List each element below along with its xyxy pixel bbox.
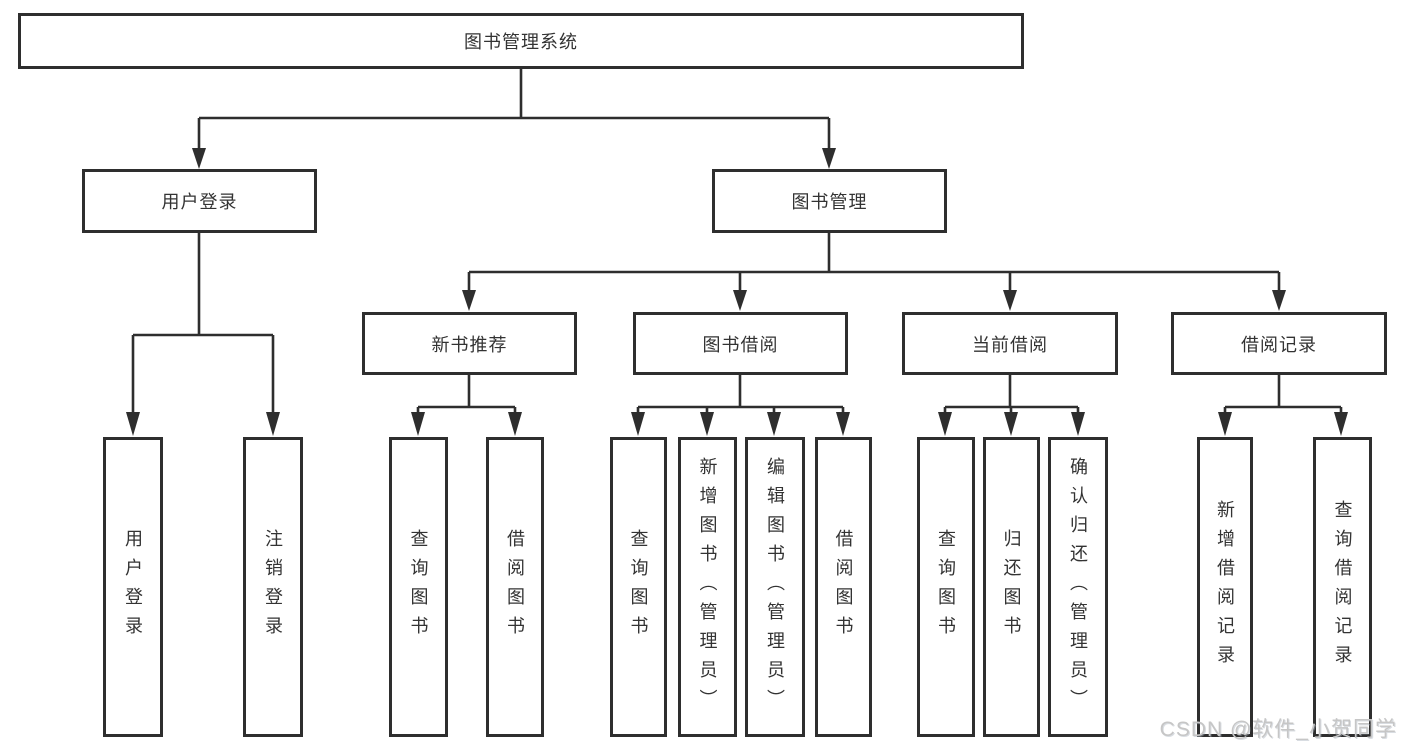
arrowhead-br-2 [1334,412,1348,436]
arrowhead-leaf-login [126,412,140,436]
csdn-watermark: CSDN @软件_小贺同学 [1159,718,1397,741]
arrowhead-newbook [462,290,476,311]
arrowhead-nb-2 [508,412,522,436]
node-leaf-user-login-label: 用户登录 [123,529,143,645]
node-new-book-recommend-label: 新书推荐 [431,334,508,355]
node-leaf-borrow-books-2-label: 借阅图书 [833,529,854,645]
node-library-system: 图书管理系统 [18,13,1024,69]
node-new-book-recommend: 新书推荐 [362,312,577,375]
node-leaf-query-books-3: 查询图书 [917,437,975,737]
node-book-borrowing: 图书借阅 [633,312,848,375]
node-leaf-return-books-label: 归还图书 [1001,529,1022,645]
arrowhead-currentborrow [1003,290,1017,311]
node-leaf-query-books-1: 查询图书 [389,437,448,737]
node-leaf-query-borrow-record-label: 查询借阅记录 [1332,500,1353,674]
arrowhead-book-mgmt [822,148,836,169]
node-borrowing-records-label: 借阅记录 [1241,334,1317,355]
node-leaf-add-borrow-record-label: 新增借阅记录 [1215,500,1235,674]
node-borrowing-records: 借阅记录 [1171,312,1387,375]
node-leaf-logout-label: 注销登录 [263,529,283,645]
node-leaf-add-books-admin-label: 新增图书（管理员） [697,456,718,718]
arrowhead-br-1 [1218,412,1232,436]
node-leaf-borrow-books-1: 借阅图书 [486,437,544,737]
arrowhead-cb-2 [1004,412,1018,436]
node-user-login: 用户登录 [82,169,317,233]
node-leaf-return-books: 归还图书 [983,437,1040,737]
arrowhead-nb-1 [411,412,425,436]
arrowhead-leaf-logout [266,412,280,436]
arrowhead-cb-3 [1071,412,1085,436]
arrowhead-cb-1 [938,412,952,436]
node-user-login-label: 用户登录 [161,192,238,212]
arrowhead-bb-4 [836,412,850,436]
node-current-borrowing-label: 当前借阅 [972,334,1048,355]
node-book-borrowing-label: 图书借阅 [702,334,779,355]
node-book-management: 图书管理 [712,169,947,233]
arrowhead-bb-1 [631,412,645,436]
node-book-management-label: 图书管理 [791,192,868,212]
node-leaf-query-books-2-label: 查询图书 [628,529,649,645]
node-leaf-query-books-2: 查询图书 [610,437,667,737]
node-leaf-add-borrow-record: 新增借阅记录 [1197,437,1253,737]
node-current-borrowing: 当前借阅 [902,312,1118,375]
arrowhead-bb-3 [767,412,781,436]
arrowhead-user-login [192,148,206,169]
arrowhead-bb-2 [700,412,714,436]
node-leaf-query-books-3-label: 查询图书 [936,529,956,645]
node-leaf-logout: 注销登录 [243,437,303,737]
node-leaf-confirm-return-admin-label: 确认归还（管理员） [1068,456,1088,718]
node-library-system-label: 图书管理系统 [464,32,578,52]
node-leaf-edit-books-admin-label: 编辑图书（管理员） [765,456,785,718]
node-leaf-query-borrow-record: 查询借阅记录 [1313,437,1372,737]
node-leaf-add-books-admin: 新增图书（管理员） [678,437,737,737]
node-leaf-borrow-books-1-label: 借阅图书 [505,529,525,645]
node-leaf-confirm-return-admin: 确认归还（管理员） [1048,437,1108,737]
arrowhead-borrowrecord [1272,290,1286,311]
node-leaf-borrow-books-2: 借阅图书 [815,437,872,737]
node-leaf-user-login: 用户登录 [103,437,163,737]
node-leaf-query-books-1-label: 查询图书 [408,529,429,645]
node-leaf-edit-books-admin: 编辑图书（管理员） [745,437,805,737]
arrowhead-bookborrow [733,290,747,311]
